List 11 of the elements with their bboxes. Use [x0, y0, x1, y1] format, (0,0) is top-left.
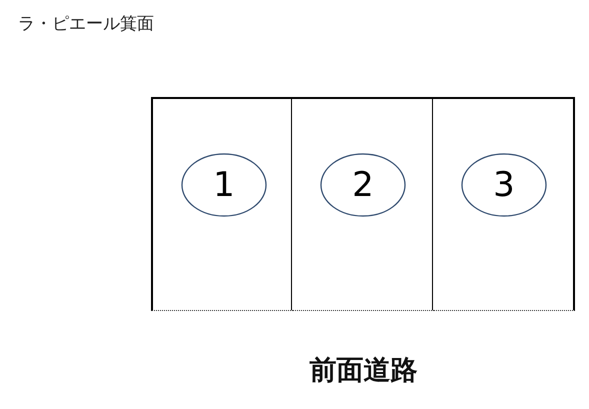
parking-space: [151, 97, 293, 311]
space-number: 3: [493, 168, 515, 202]
parking-space: [292, 97, 434, 311]
space-number-oval: [320, 153, 406, 217]
space-number: 1: [213, 168, 235, 202]
space-number-oval: [181, 153, 267, 217]
space-number: 2: [352, 168, 374, 202]
title: ラ・ピエール箕面: [18, 13, 154, 35]
parking-space: [433, 97, 575, 311]
road-label: 前面道路: [310, 355, 418, 386]
space-number-oval: [461, 153, 547, 217]
